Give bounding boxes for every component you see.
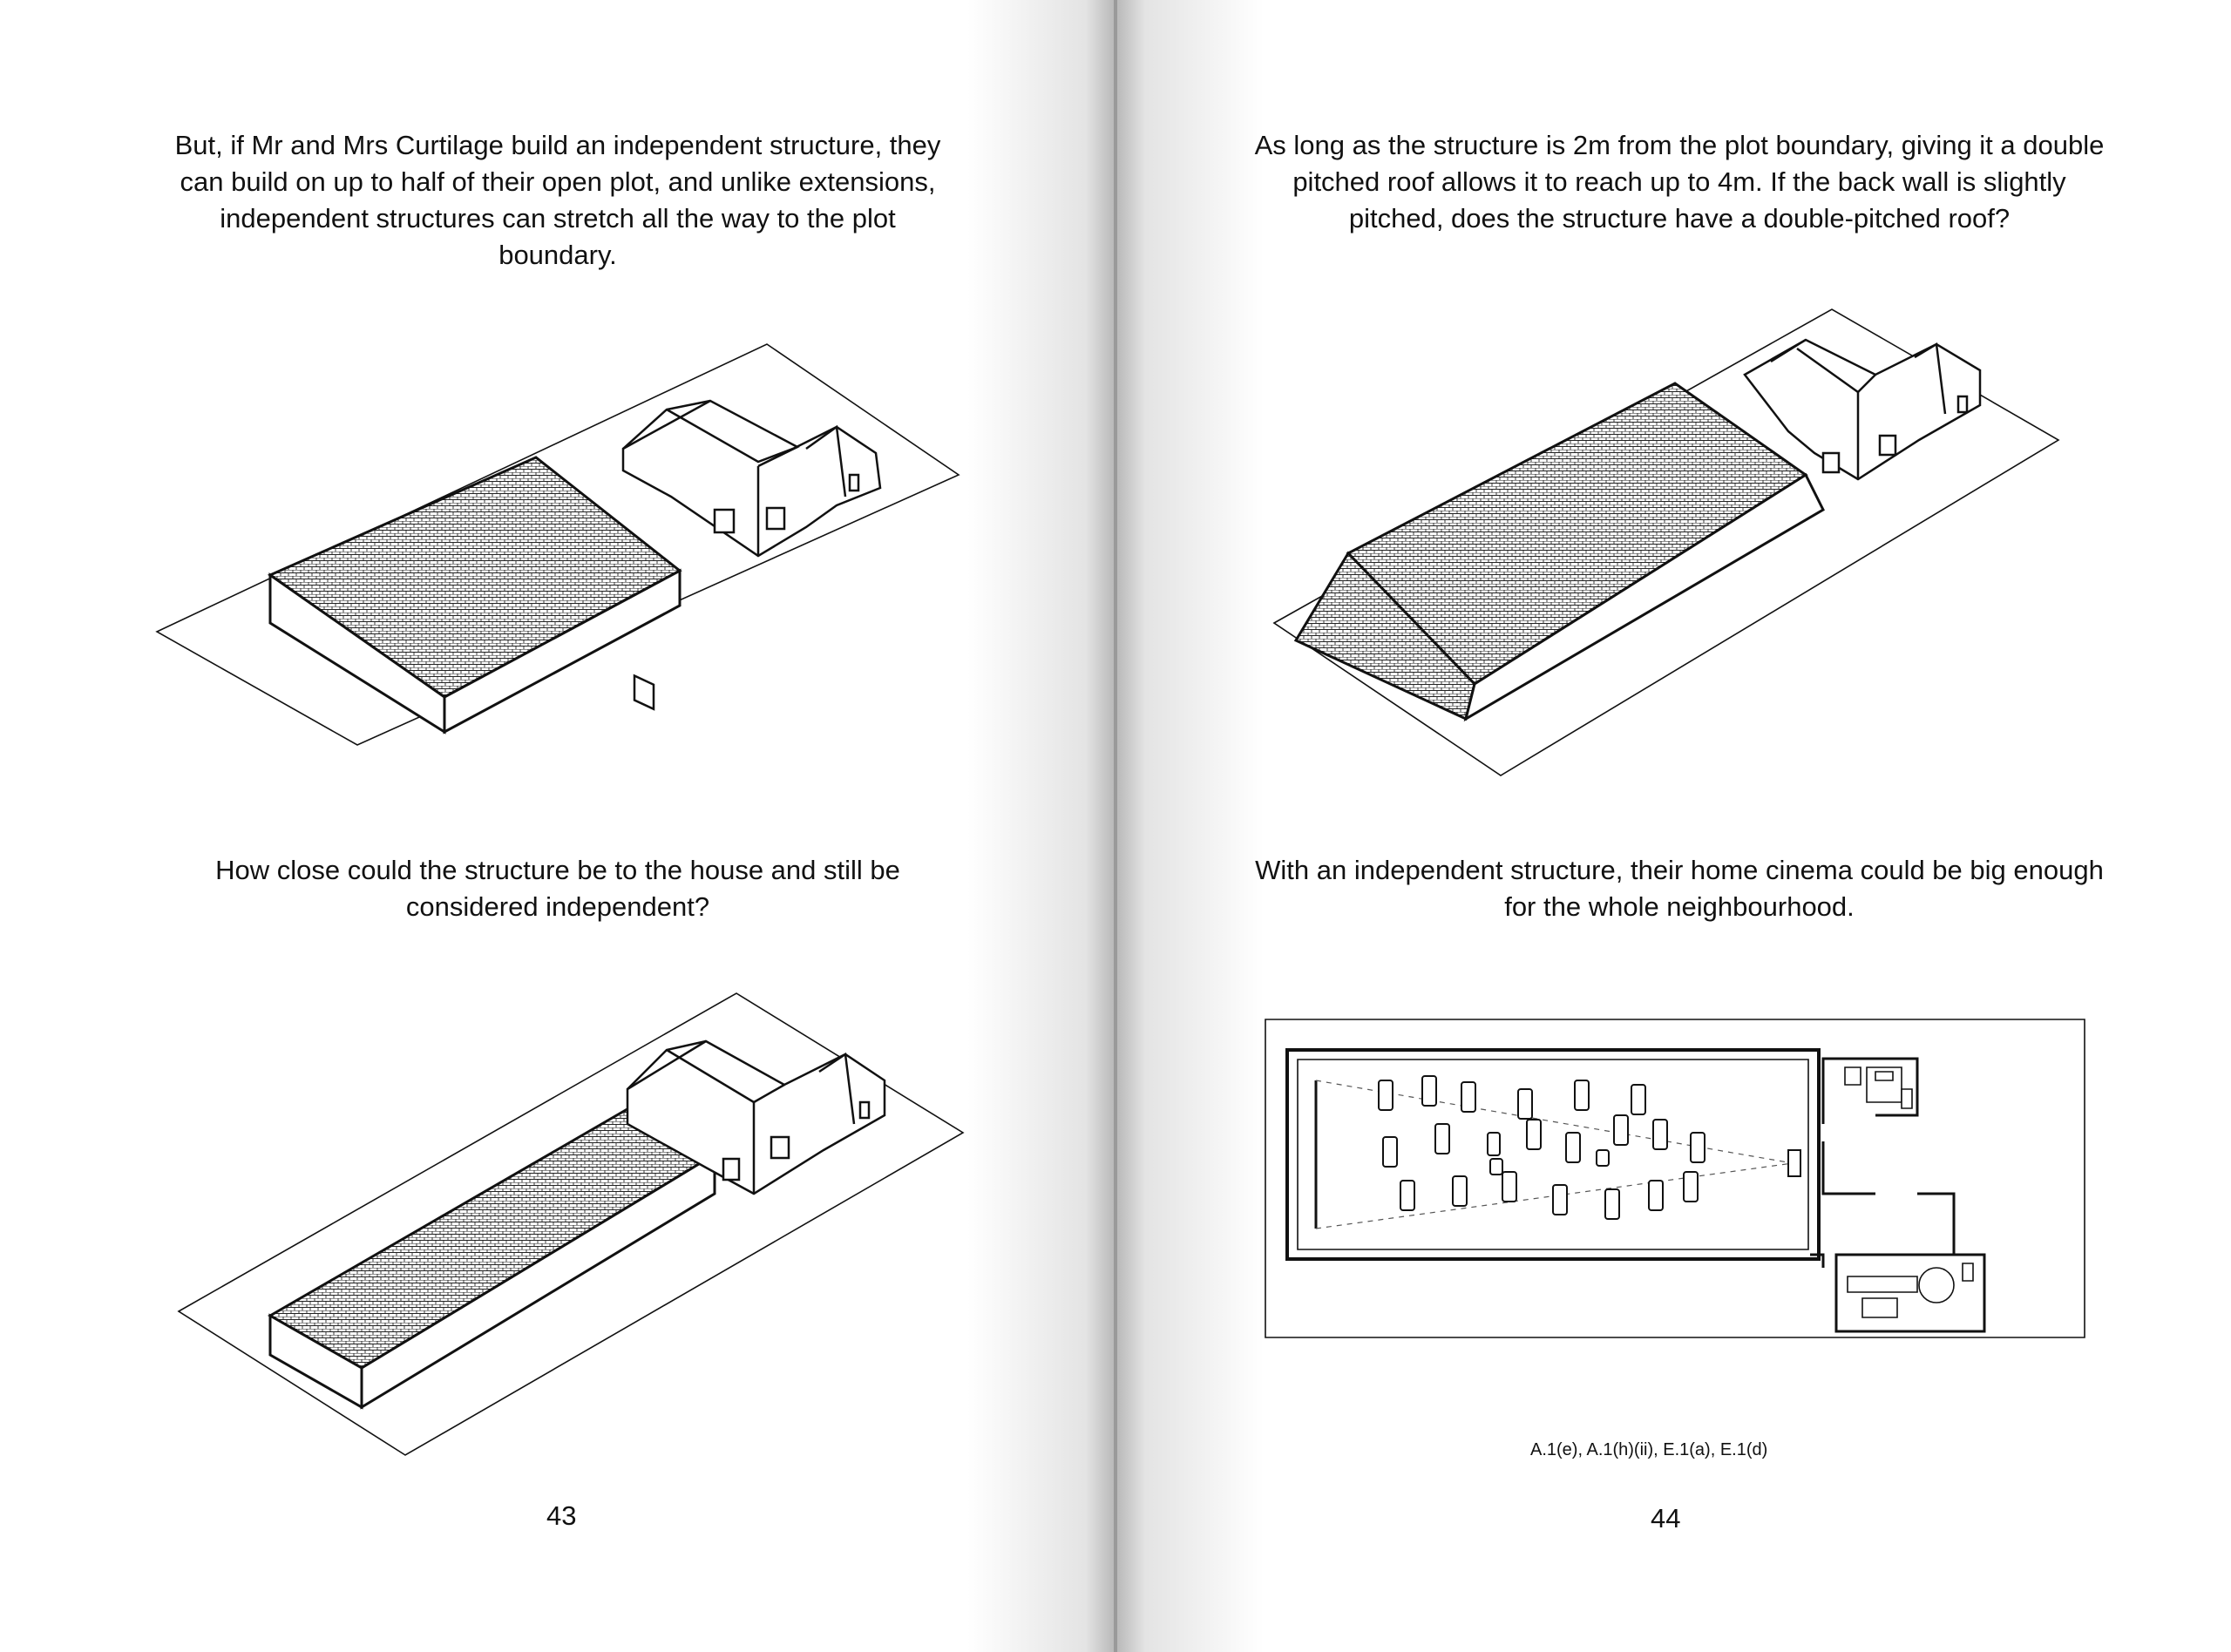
illustration-pitched-structure bbox=[1274, 309, 2058, 780]
right-page-number: 44 bbox=[1651, 1503, 1681, 1534]
left-page: But, if Mr and Mrs Curtilage build an in… bbox=[0, 0, 1114, 1652]
right-page: As long as the structure is 2m from the … bbox=[1117, 0, 2231, 1652]
right-bottom-paragraph: With an independent structure, their hom… bbox=[1255, 855, 2104, 922]
page-seam bbox=[1114, 0, 1117, 1652]
left-top-paragraph: But, if Mr and Mrs Curtilage build an in… bbox=[174, 130, 941, 270]
right-top-paragraph: As long as the structure is 2m from the … bbox=[1254, 130, 2105, 234]
illustration-wide-structure bbox=[157, 344, 959, 745]
left-bottom-paragraph: How close could the structure be to the … bbox=[215, 855, 900, 922]
legal-reference: A.1(e), A.1(h)(ii), E.1(a), E.1(d) bbox=[1530, 1440, 1768, 1459]
left-page-number: 43 bbox=[546, 1500, 577, 1531]
illustration-cinema-plan bbox=[1265, 1019, 2085, 1342]
illustration-long-structure bbox=[179, 993, 963, 1455]
